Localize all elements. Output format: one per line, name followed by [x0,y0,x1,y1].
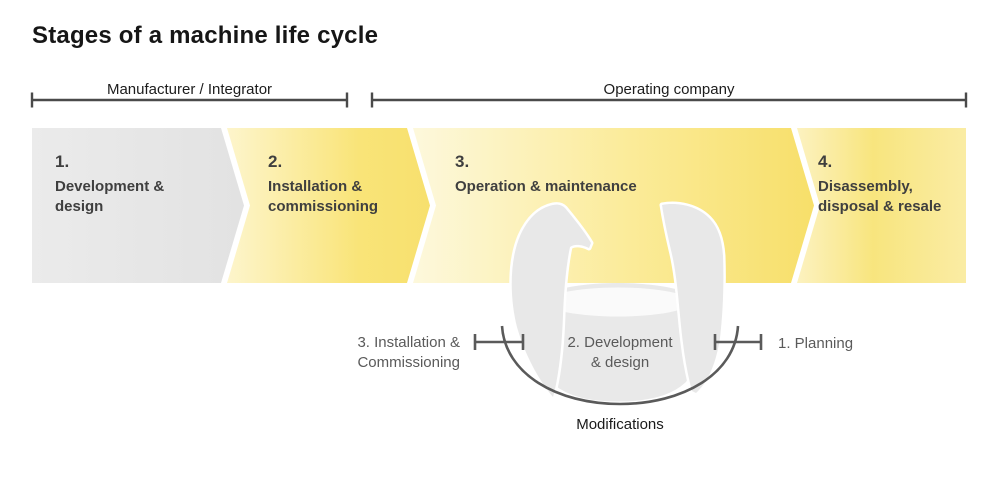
stage-2-chevron [227,128,430,283]
page-title: Stages of a machine life cycle [32,22,379,49]
modification-cycle-graphic [473,201,763,406]
manufacturer-bracket [30,92,349,108]
cycle-development-line-2: & design [590,354,650,371]
stage-1-line-1: Development & [55,178,165,195]
stage-4-label: 4. Disassembly, disposal & resale [818,151,941,217]
stage-2-line-1: Installation & [268,178,363,195]
stage-1-chevron [32,128,244,283]
stage-4-line-1: Disassembly, [818,178,913,195]
stage-4-chevron [797,128,966,283]
stage-3-line-1: Operation & maintenance [455,178,637,195]
stage-2-number: 2. [268,152,283,171]
cycle-installation-line-1: 3. Installation & [357,334,460,351]
modification-arc [500,325,740,406]
operating-company-bracket [370,92,968,108]
cycle-cylinder-top [545,287,691,317]
stage-1-number: 1. [55,152,70,171]
stage-3-number: 3. [455,152,470,171]
modifications-label: Modifications [576,416,664,433]
stage-1-label: 1. Development & design [55,151,164,217]
cycle-arrow-right [659,201,726,396]
stage-3-label: 3. Operation & maintenance [455,151,637,197]
stage-1-line-2: design [55,198,104,215]
left-range-marker [473,334,525,350]
stage-2-line-2: commissioning [268,198,379,215]
cycle-arrow-left [509,202,594,400]
stage-2-label: 2. Installation & commissioning [268,151,378,217]
cycle-development-label: 2. Development & design [545,333,695,373]
stage-4-line-2: disposal & resale [818,198,942,215]
right-range-marker [713,334,763,350]
cycle-installation-label: 3. Installation & Commissioning [300,333,460,373]
operating-company-bracket-label: Operating company [603,81,735,98]
cycle-development-line-1: 2. Development [567,334,673,351]
stage-4-number: 4. [818,152,833,171]
manufacturer-bracket-label: Manufacturer / Integrator [106,81,273,98]
cycle-installation-line-2: Commissioning [357,354,460,371]
cycle-planning-label: 1. Planning [778,335,854,352]
